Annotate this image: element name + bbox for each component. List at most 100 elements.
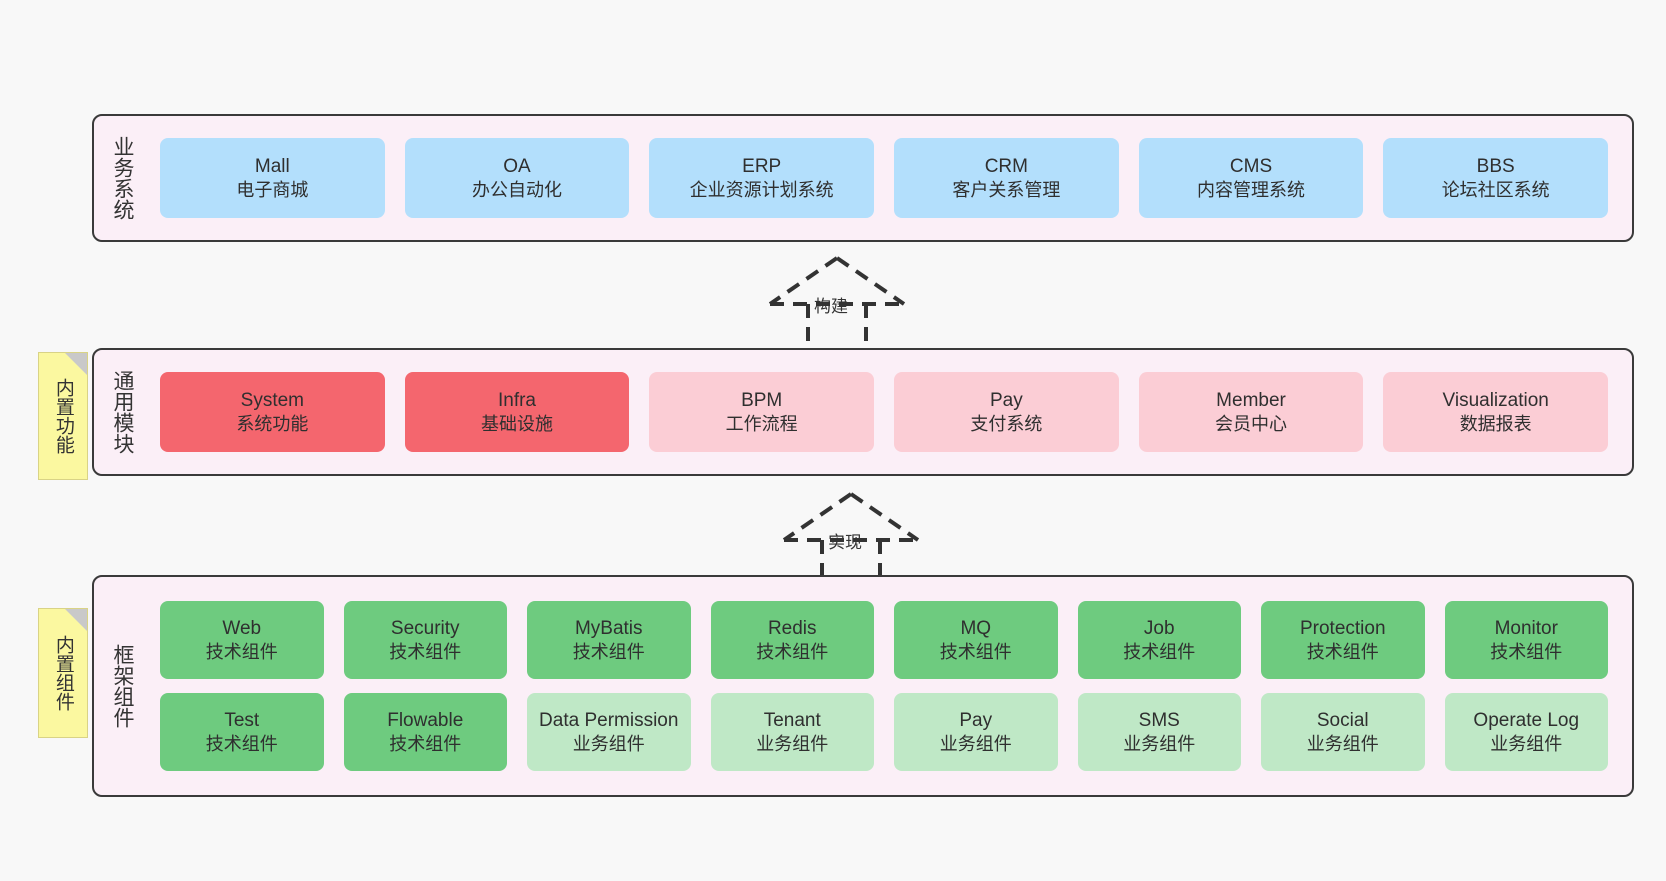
card-job[interactable]: Job 技术组件 — [1077, 601, 1241, 679]
card-data-permission[interactable]: Data Permission 业务组件 — [527, 693, 691, 771]
card-bbs-en: BBS — [1476, 156, 1515, 178]
card-flowable-en: Flowable — [387, 710, 464, 732]
card-protection-en: Protection — [1299, 618, 1386, 640]
card-system[interactable]: System 系统功能 — [160, 372, 385, 452]
framework-business-row: Test 技术组件 Flowable 技术组件 Data Permission … — [150, 693, 1618, 771]
card-member-cn: 会员中心 — [1215, 413, 1288, 434]
card-cms[interactable]: CMS 内容管理系统 — [1138, 138, 1364, 218]
card-operate-log-cn: 业务组件 — [1490, 733, 1563, 754]
card-system-en: System — [240, 390, 305, 412]
card-visualization-en: Visualization — [1442, 390, 1549, 412]
common-card-row: System 系统功能 Infra 基础设施 BPM 工作流程 Pay 支付系统… — [150, 372, 1618, 452]
card-erp[interactable]: ERP 企业资源计划系统 — [649, 138, 875, 218]
card-erp-cn: 企业资源计划系统 — [689, 179, 834, 200]
card-mq[interactable]: MQ 技术组件 — [894, 601, 1058, 679]
card-monitor-en: Monitor — [1494, 618, 1558, 640]
card-visualization-cn: 数据报表 — [1459, 413, 1532, 434]
card-security-cn: 技术组件 — [389, 641, 462, 662]
note-fold-icon — [65, 353, 87, 375]
card-mq-cn: 技术组件 — [939, 641, 1012, 662]
card-social-cn: 业务组件 — [1306, 733, 1379, 754]
card-flowable[interactable]: Flowable 技术组件 — [343, 693, 507, 771]
layer-common-module: 通用模块 System 系统功能 Infra 基础设施 BPM 工作流程 Pay… — [92, 348, 1634, 476]
card-mybatis-cn: 技术组件 — [572, 641, 645, 662]
card-pay-component-en: Pay — [959, 710, 993, 732]
layer-business-system: 业务系统 Mall 电子商城 OA 办公自动化 ERP 企业资源计划系统 CRM… — [92, 114, 1634, 242]
card-web-en: Web — [222, 618, 262, 640]
card-data-permission-cn: 业务组件 — [572, 733, 645, 754]
card-cms-en: CMS — [1229, 156, 1273, 178]
card-infra[interactable]: Infra 基础设施 — [404, 372, 630, 452]
note-builtin-feature-label: 内置功能 — [52, 378, 74, 454]
card-member[interactable]: Member 会员中心 — [1138, 372, 1364, 452]
card-protection[interactable]: Protection 技术组件 — [1261, 601, 1425, 679]
card-test[interactable]: Test 技术组件 — [160, 693, 324, 771]
card-crm-cn: 客户关系管理 — [952, 179, 1061, 200]
card-oa-en: OA — [503, 156, 531, 178]
card-mall[interactable]: Mall 电子商城 — [160, 138, 385, 218]
card-tenant-en: Tenant — [763, 710, 821, 732]
card-pay-module[interactable]: Pay 支付系统 — [894, 372, 1119, 452]
card-web-cn: 技术组件 — [205, 641, 278, 662]
card-job-en: Job — [1143, 618, 1175, 640]
card-social[interactable]: Social 业务组件 — [1261, 693, 1425, 771]
layer-business-system-body: Mall 电子商城 OA 办公自动化 ERP 企业资源计划系统 CRM 客户关系… — [150, 116, 1632, 240]
card-monitor[interactable]: Monitor 技术组件 — [1444, 601, 1608, 679]
card-test-en: Test — [224, 710, 260, 732]
card-flowable-cn: 技术组件 — [389, 733, 462, 754]
card-redis-cn: 技术组件 — [756, 641, 829, 662]
card-tenant[interactable]: Tenant 业务组件 — [710, 693, 874, 771]
card-monitor-cn: 技术组件 — [1490, 641, 1563, 662]
layer-common-module-body: System 系统功能 Infra 基础设施 BPM 工作流程 Pay 支付系统… — [150, 350, 1632, 474]
card-system-cn: 系统功能 — [236, 413, 309, 434]
note-builtin-feature: 内置功能 — [38, 352, 88, 480]
connector-implement: 实现 — [766, 488, 936, 588]
card-erp-en: ERP — [742, 156, 782, 178]
framework-tech-row: Web 技术组件 Security 技术组件 MyBatis 技术组件 Redi… — [150, 601, 1618, 679]
card-cms-cn: 内容管理系统 — [1197, 179, 1306, 200]
card-oa[interactable]: OA 办公自动化 — [404, 138, 630, 218]
card-redis[interactable]: Redis 技术组件 — [710, 601, 874, 679]
business-card-row: Mall 电子商城 OA 办公自动化 ERP 企业资源计划系统 CRM 客户关系… — [150, 138, 1618, 218]
note-builtin-component-label: 内置组件 — [52, 635, 74, 711]
card-infra-en: Infra — [497, 390, 537, 412]
layer-framework-component: 框架组件 Web 技术组件 Security 技术组件 MyBatis 技术组件… — [92, 575, 1634, 797]
note-builtin-component: 内置组件 — [38, 608, 88, 738]
layer-framework-component-body: Web 技术组件 Security 技术组件 MyBatis 技术组件 Redi… — [150, 577, 1632, 795]
card-bpm[interactable]: BPM 工作流程 — [649, 372, 875, 452]
card-pay-module-en: Pay — [989, 390, 1023, 412]
card-infra-cn: 基础设施 — [481, 413, 553, 434]
card-pay-module-cn: 支付系统 — [970, 413, 1043, 434]
card-operate-log-en: Operate Log — [1473, 710, 1580, 732]
card-mybatis[interactable]: MyBatis 技术组件 — [527, 601, 691, 679]
card-bbs[interactable]: BBS 论坛社区系统 — [1383, 138, 1609, 218]
note-fold-icon — [65, 609, 87, 631]
card-member-en: Member — [1216, 390, 1286, 412]
card-mall-en: Mall — [254, 156, 290, 178]
card-sms-en: SMS — [1138, 710, 1180, 732]
card-security[interactable]: Security 技术组件 — [343, 601, 507, 679]
connector-build-label: 构建 — [814, 297, 848, 316]
card-bpm-en: BPM — [741, 390, 783, 412]
card-protection-cn: 技术组件 — [1306, 641, 1379, 662]
connector-build: 构建 — [752, 252, 922, 352]
card-mq-en: MQ — [960, 618, 992, 640]
card-security-en: Security — [390, 618, 460, 640]
card-job-cn: 技术组件 — [1123, 641, 1196, 662]
layer-common-module-title: 通用模块 — [110, 370, 134, 454]
connector-implement-label: 实现 — [828, 533, 862, 552]
card-oa-cn: 办公自动化 — [472, 179, 562, 200]
card-tenant-cn: 业务组件 — [756, 733, 829, 754]
card-bbs-cn: 论坛社区系统 — [1441, 179, 1550, 200]
card-sms[interactable]: SMS 业务组件 — [1077, 693, 1241, 771]
card-web[interactable]: Web 技术组件 — [160, 601, 324, 679]
card-bpm-cn: 工作流程 — [725, 413, 798, 434]
card-visualization[interactable]: Visualization 数据报表 — [1383, 372, 1609, 452]
card-crm[interactable]: CRM 客户关系管理 — [894, 138, 1119, 218]
card-data-permission-en: Data Permission — [539, 710, 679, 732]
card-crm-en: CRM — [984, 156, 1028, 178]
card-pay-component[interactable]: Pay 业务组件 — [894, 693, 1058, 771]
card-operate-log[interactable]: Operate Log 业务组件 — [1444, 693, 1608, 771]
card-mybatis-en: MyBatis — [574, 618, 643, 640]
